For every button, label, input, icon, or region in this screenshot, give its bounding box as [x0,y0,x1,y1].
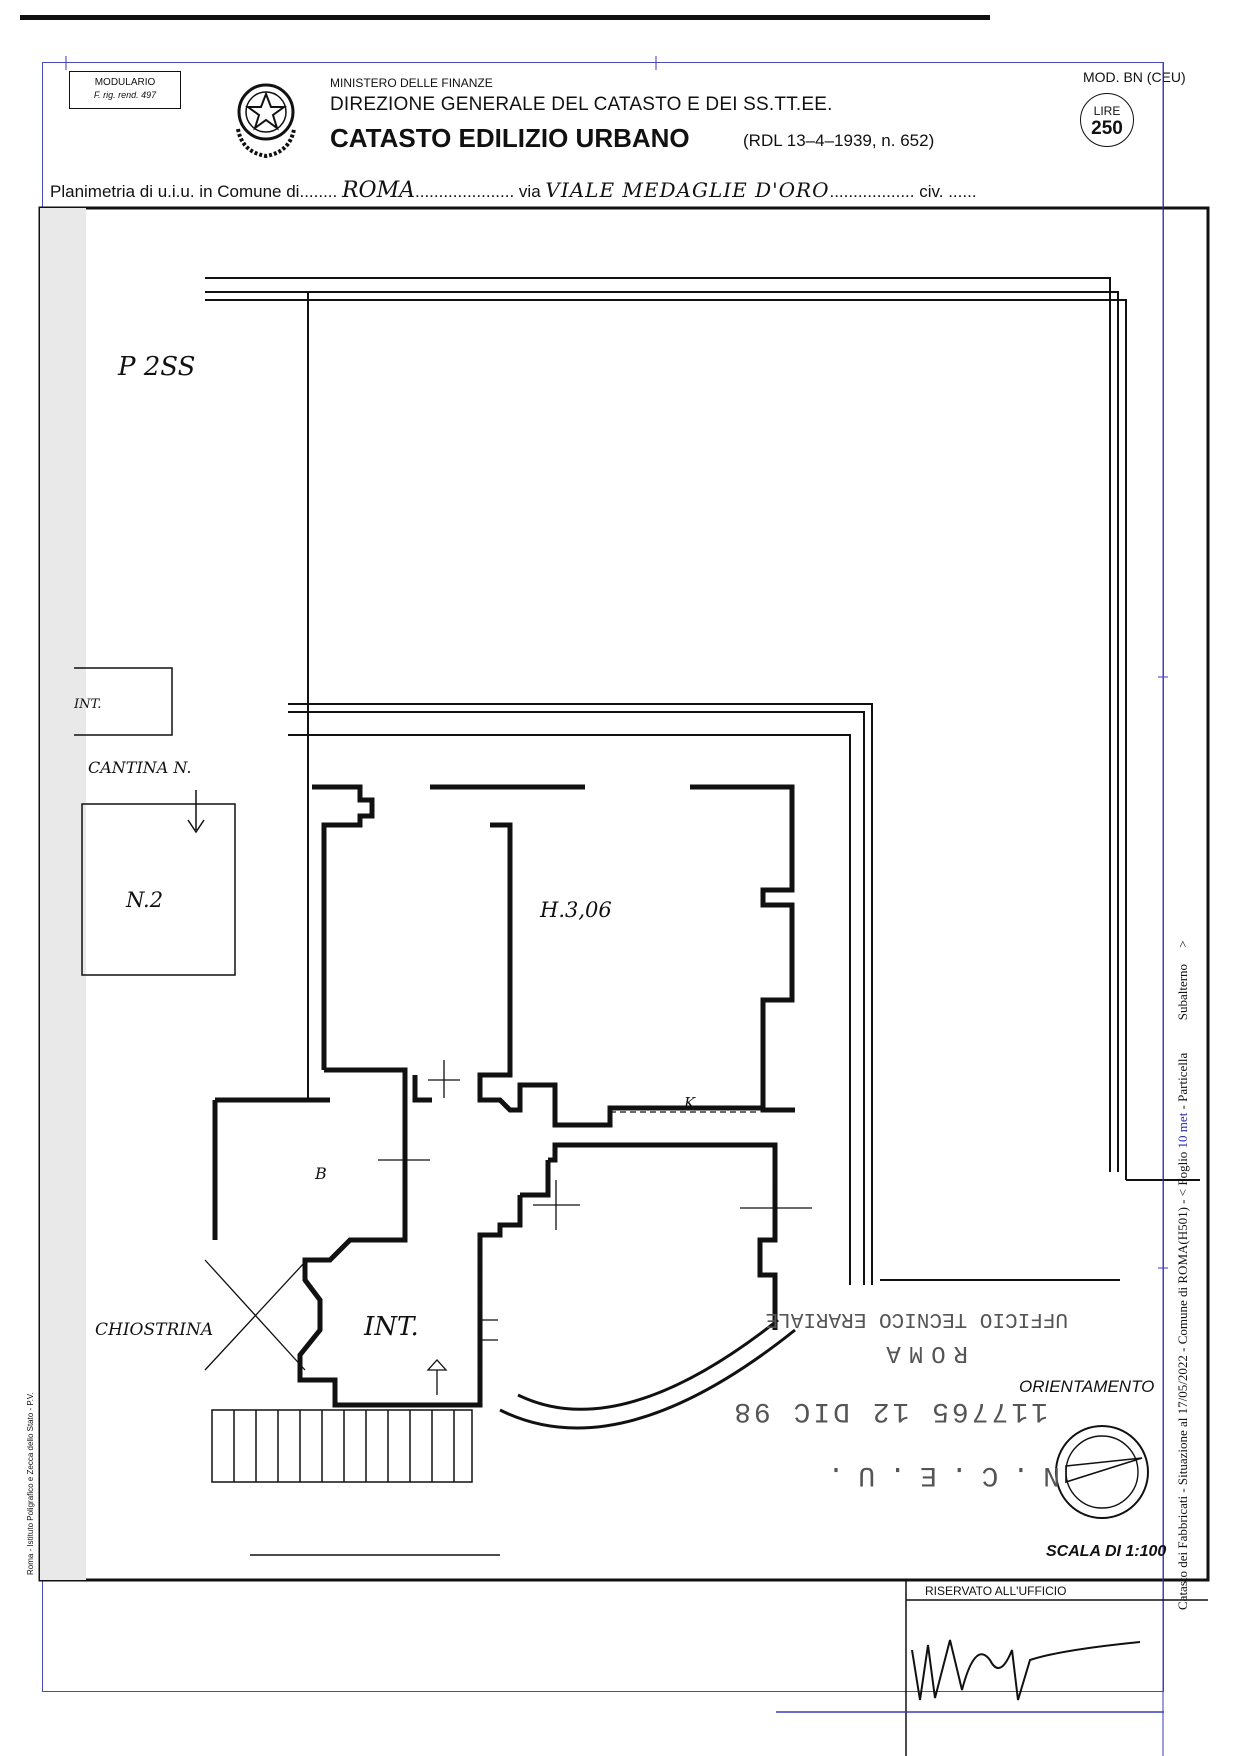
north-arrow-icon [1055,1425,1149,1519]
floor-label: P 2SS [118,352,196,382]
side-cadastre-note: Catasto dei Fabbricati - Situazione al 1… [1175,940,1191,1610]
chiostrina-label: CHIOSTRINA [95,1320,214,1340]
courtyard-lines [205,277,1200,1285]
via-label: via [518,182,541,201]
stamp-city: ROMA [878,1339,968,1366]
n2-label: N.2 [126,888,164,912]
mod-bn-label: MOD. BN (CEU) [1083,69,1186,85]
side-text-end: > [1175,940,1190,948]
modulario-label: MODULARIO [94,77,156,88]
direzione-name: DIREZIONE GENERALE DEL CATASTO E DEI SS.… [330,94,833,115]
stamp-number-date: 117765 12 DIC 98 [731,1395,1048,1426]
side-text-main: Catasto dei Fabbricati - Situazione al 1… [1175,1151,1190,1610]
cantina-box [74,667,236,976]
reserved-office-label: RISERVATO ALL'UFFICIO [925,1584,1067,1598]
side-text-sub: Subalterno [1175,963,1190,1021]
plan-details [204,1060,812,1395]
rdl-reference: (RDL 13–4–1939, n. 652) [743,131,935,150]
apartment-walls [212,784,795,1408]
side-text-part: - Particella [1175,1052,1190,1110]
cantina-label: CANTINA N. [88,758,192,777]
stamp-ncue: N.C.E.U. [813,1459,1060,1490]
b-label: B [315,1164,327,1183]
planimetria-prefix: Planimetria di u.i.u. in Comune di [50,182,300,201]
modulario-code: F. rig. rend. 497 [93,90,157,100]
lire-value: 250 [1091,118,1123,139]
height-label: H.3,06 [540,898,612,922]
orientation-label: ORIENTAMENTO [1019,1377,1155,1396]
stamp-office: UFFICIO TECNICO ERARIALE [765,1307,1068,1330]
scale-label: SCALA DI 1:100 [1046,1543,1167,1560]
printer-credit: Roma - Istituto Poligrafico e Zecca dell… [26,1392,35,1575]
curved-wall [499,1328,796,1430]
lire-stamp: LIRE 250 [1080,93,1134,147]
stairs [211,1409,500,1556]
lire-label: LIRE [1093,104,1121,118]
side-scale-mark: 10 met [1175,1112,1190,1149]
catasto-title: CATASTO EDILIZIO URBANO [330,123,690,153]
modulario-box: MODULARIO F. rig. rend. 497 [69,71,181,109]
signature [911,1639,1141,1701]
comune-value: ROMA [341,178,415,203]
civ-label: civ. [919,182,944,201]
via-value: VIALE MEDAGLIE D'ORO [545,178,830,202]
int-top-label: INT. [74,697,102,712]
ministry-name: MINISTERO DELLE FINANZE [330,76,493,90]
scale-ticks [65,56,1168,1756]
int-main-label: INT. [364,1312,419,1342]
republic-emblem-icon [236,83,296,159]
reserved-box [776,1580,1208,1756]
top-rule [20,15,990,20]
k-label: K [684,1094,696,1112]
scan-edge [40,208,86,1580]
planimetria-line: Planimetria di u.i.u. in Comune di......… [50,178,977,203]
